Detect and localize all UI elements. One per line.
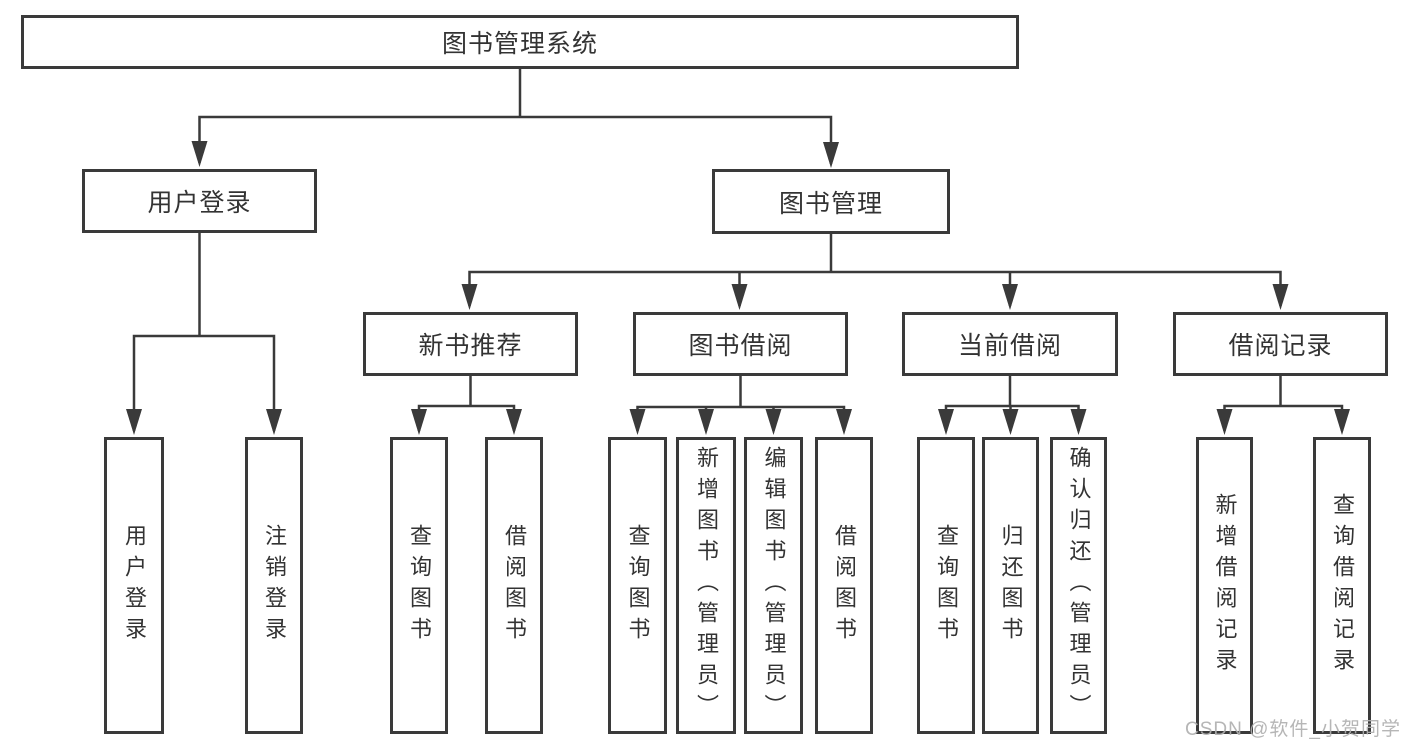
arrowhead-down-icon	[411, 409, 427, 435]
connector-user-login-subtree	[132, 233, 276, 431]
arrowhead-down-icon	[1002, 409, 1019, 435]
node-current-borrowing: 当前借阅	[902, 312, 1118, 376]
node-label: 借阅图书	[832, 523, 857, 648]
node-label: 查询图书	[625, 523, 651, 648]
leaf-cb-confirm-return-admin: 确认归还（管理员）	[1050, 437, 1107, 734]
node-borrowing-records: 借阅记录	[1173, 312, 1388, 376]
connector-book-management-to-level3	[468, 234, 1282, 306]
connector-root-to-level2	[198, 69, 833, 164]
node-label: 编辑图书（管理员）	[761, 446, 787, 725]
arrowhead-down-icon	[629, 409, 646, 435]
leaf-cb-return-books: 归还图书	[982, 437, 1039, 734]
node-label: 用户登录	[147, 189, 252, 217]
node-label: 新书推荐	[418, 332, 523, 360]
node-label: 图书管理系统	[441, 30, 598, 58]
node-label: 确认归还（管理员）	[1066, 446, 1092, 725]
leaf-bb-add-books-admin: 新增图书（管理员）	[676, 437, 736, 734]
node-label: 注销登录	[262, 523, 287, 648]
leaf-br-query-record: 查询借阅记录	[1313, 437, 1371, 734]
leaf-cb-query-books: 查询图书	[917, 437, 975, 734]
arrowhead-down-icon	[126, 409, 142, 435]
arrowhead-down-icon	[1334, 409, 1350, 435]
arrowhead-down-icon	[506, 409, 522, 435]
connector-book-borrowing-subtree	[636, 376, 846, 431]
node-library-management-system: 图书管理系统	[21, 15, 1019, 69]
node-label: 当前借阅	[957, 332, 1062, 360]
leaf-logout: 注销登录	[245, 437, 303, 734]
csdn-watermark: CSDN @软件_小贺同学	[1185, 719, 1401, 740]
arrowhead-down-icon	[1002, 284, 1018, 310]
leaf-nbr-borrow-books: 借阅图书	[485, 437, 543, 734]
arrowhead-down-icon	[1216, 409, 1233, 435]
connector-borrowing-records-subtree	[1223, 376, 1344, 431]
arrowhead-down-icon	[461, 284, 478, 310]
node-label: 借阅记录	[1228, 332, 1333, 360]
node-label: 查询图书	[934, 523, 959, 648]
arrowhead-down-icon	[765, 409, 782, 435]
leaf-user-login: 用户登录	[104, 437, 164, 734]
node-label: 借阅图书	[502, 523, 527, 648]
leaf-bb-query-books: 查询图书	[608, 437, 667, 734]
node-book-borrowing: 图书借阅	[633, 312, 848, 376]
arrowhead-down-icon	[836, 409, 852, 435]
node-label: 新增图书（管理员）	[694, 446, 719, 725]
leaf-bb-edit-books-admin: 编辑图书（管理员）	[744, 437, 803, 734]
arrowhead-down-icon	[1070, 409, 1087, 435]
node-new-book-recommend: 新书推荐	[363, 312, 578, 376]
connector-new-book-recommend-subtree	[417, 376, 516, 431]
arrowhead-down-icon	[731, 284, 748, 310]
leaf-br-add-record: 新增借阅记录	[1196, 437, 1253, 734]
arrowhead-down-icon	[698, 409, 714, 435]
arrowhead-down-icon	[823, 142, 839, 168]
node-label: 归还图书	[998, 523, 1024, 648]
node-user-login: 用户登录	[82, 169, 317, 233]
arrowhead-down-icon	[191, 141, 208, 167]
node-book-management: 图书管理	[712, 169, 950, 234]
arrowhead-down-icon	[266, 409, 282, 435]
node-label: 图书管理	[778, 189, 883, 218]
leaf-nbr-query-books: 查询图书	[390, 437, 448, 734]
leaf-bb-borrow-books: 借阅图书	[815, 437, 873, 734]
arrowhead-down-icon	[938, 409, 954, 435]
node-label: 用户登录	[122, 523, 147, 648]
node-label: 新增借阅记录	[1212, 492, 1238, 679]
node-label: 图书借阅	[688, 332, 793, 360]
node-label: 查询借阅记录	[1330, 492, 1355, 679]
node-label: 查询图书	[407, 523, 432, 648]
arrowhead-down-icon	[1272, 284, 1289, 310]
